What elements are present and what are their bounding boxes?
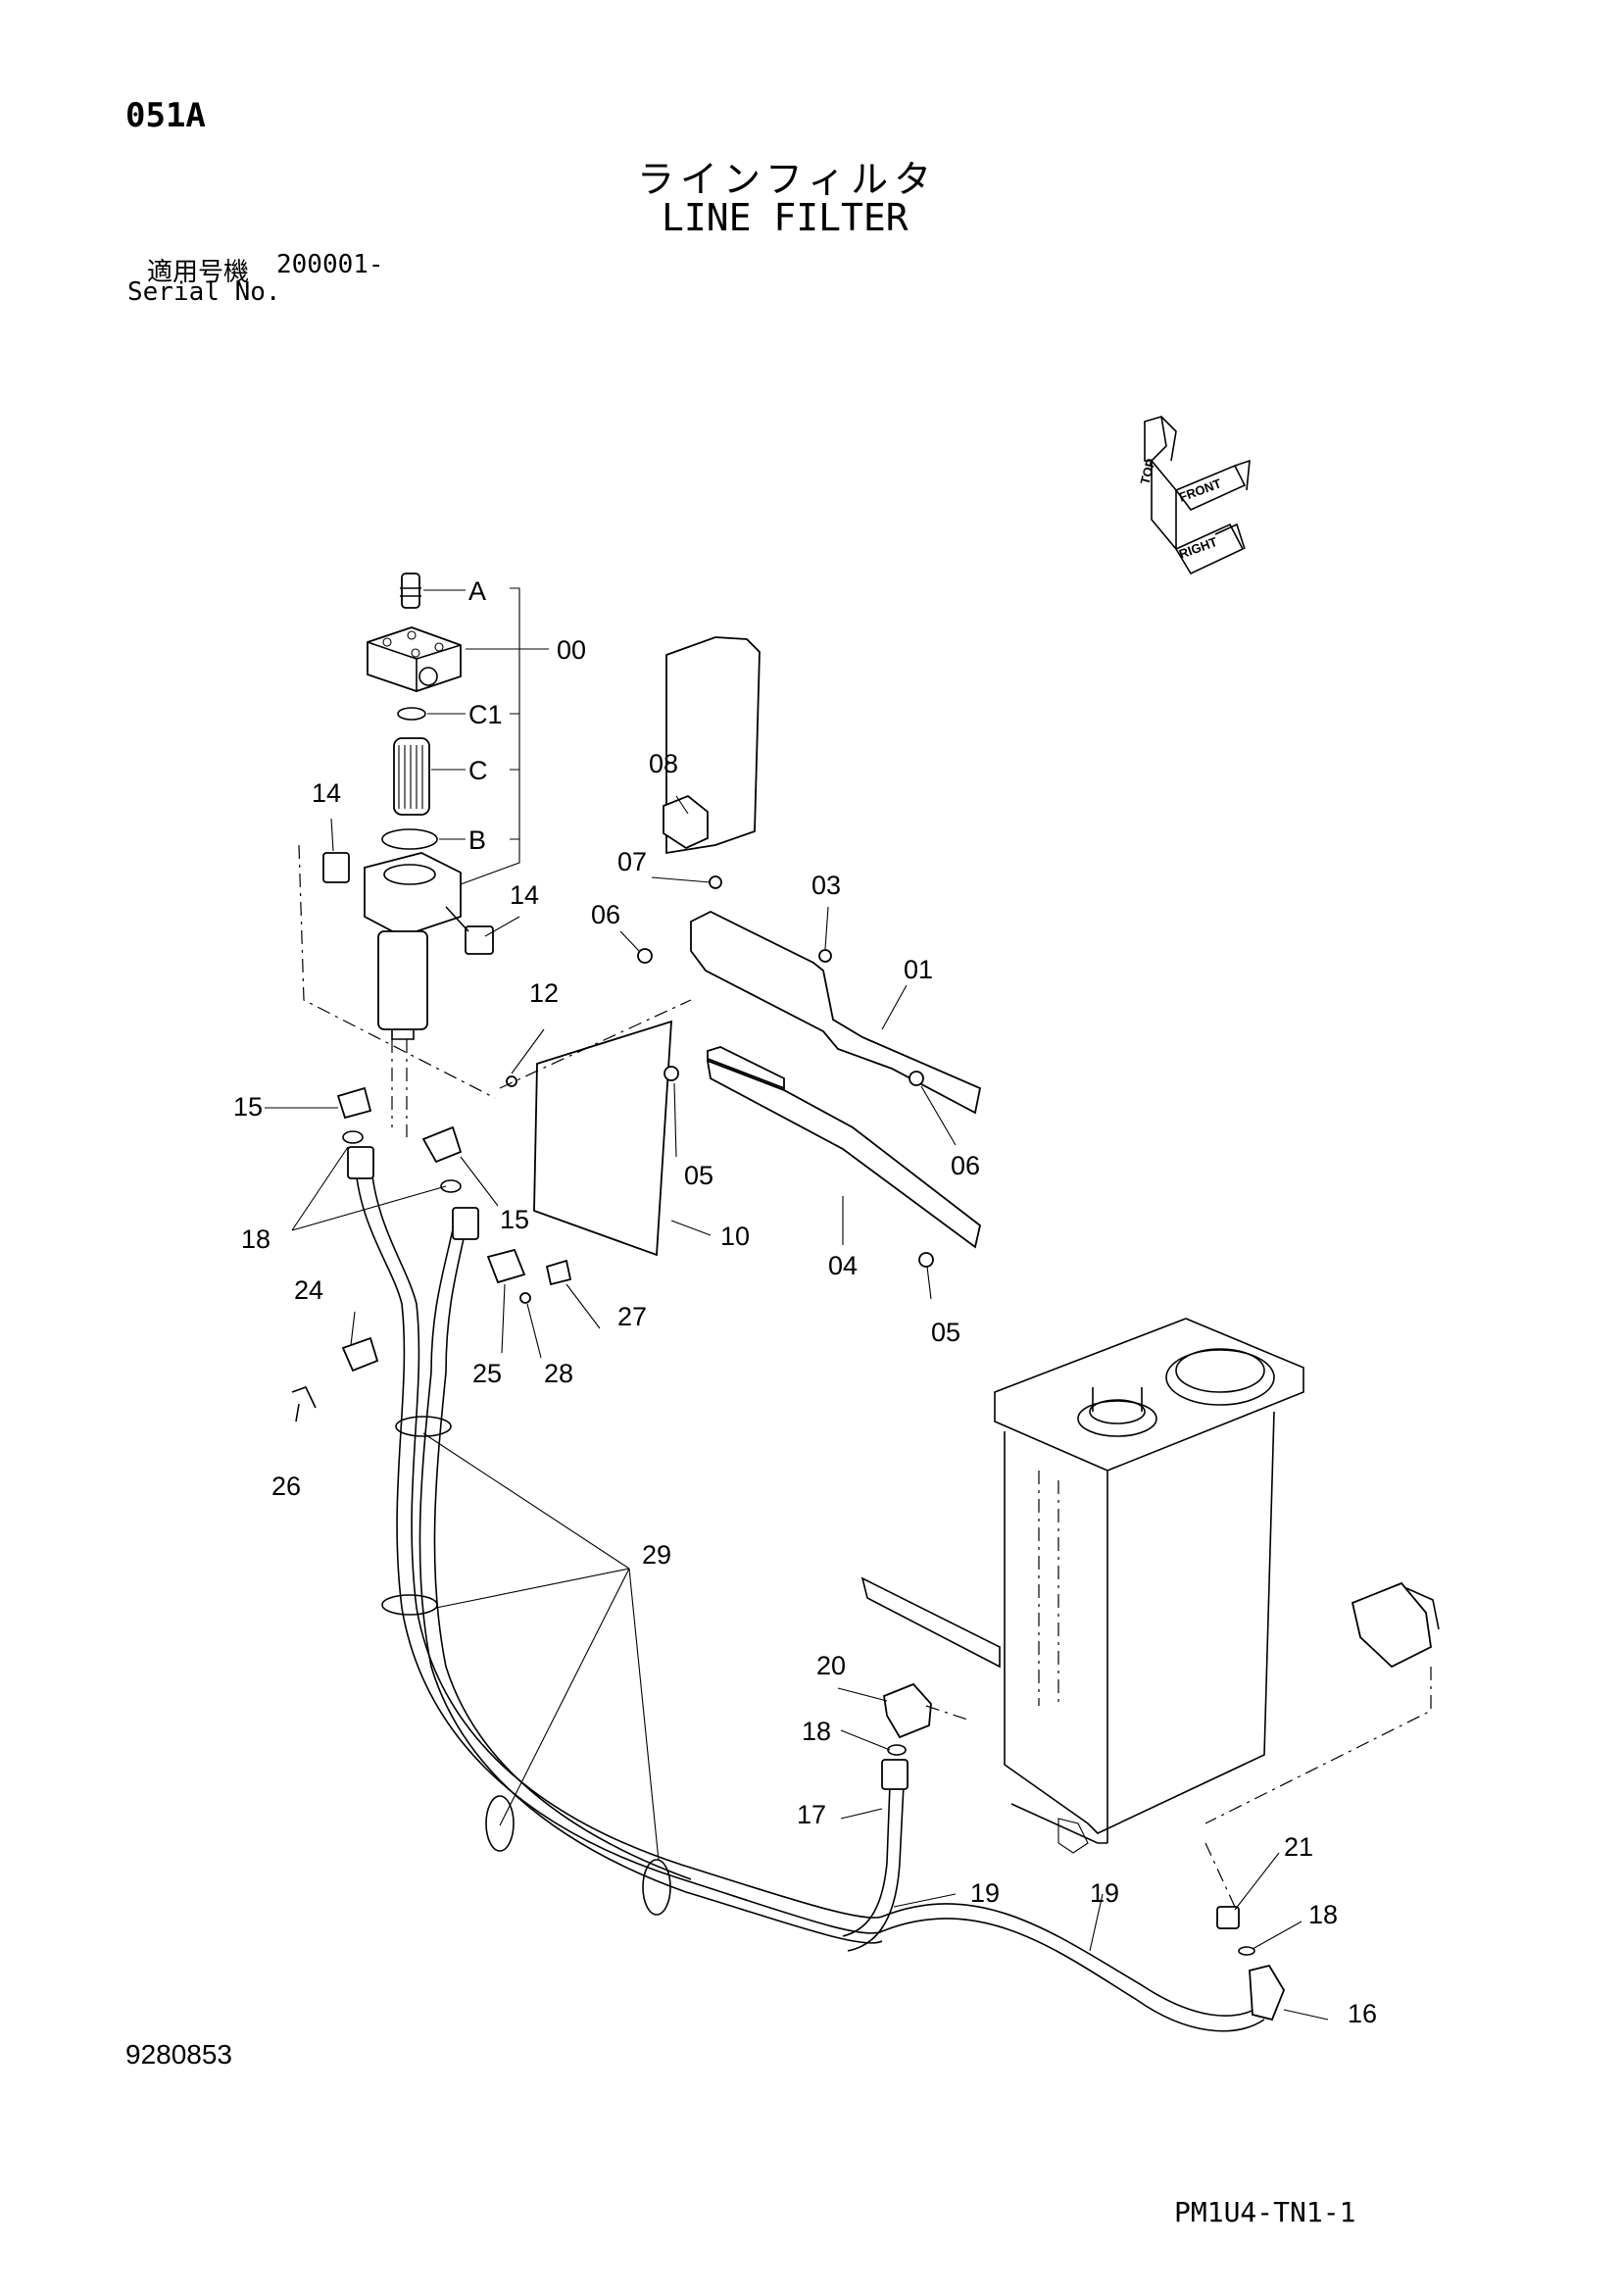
elbow-16 — [1249, 1964, 1286, 2021]
orientation-icon: TOP FRONT RIGHT — [1137, 415, 1251, 575]
elbow-20 — [883, 1682, 932, 1739]
callout-18-left: 18 — [241, 1224, 270, 1254]
serial-value: 200001- — [276, 250, 384, 279]
callout-28: 28 — [544, 1359, 573, 1388]
callout-04: 04 — [828, 1251, 858, 1280]
callout-06-right: 06 — [951, 1151, 980, 1180]
elbow-15-right — [421, 1125, 463, 1164]
adapter-21 — [1216, 1906, 1240, 1929]
filter-head — [367, 626, 462, 692]
callout-21: 21 — [1284, 1832, 1313, 1862]
callout-15-right: 15 — [500, 1205, 529, 1234]
line-filter-assembly — [322, 573, 494, 1040]
filter-body — [364, 852, 462, 937]
connector-14-left — [322, 852, 350, 883]
callout-c: C — [468, 756, 488, 785]
drawing-number: 9280853 — [125, 2039, 233, 2070]
o-ring-c1 — [397, 707, 426, 721]
callout-a: A — [468, 576, 486, 606]
hydraulic-tank — [860, 1318, 1304, 1854]
callout-27: 27 — [617, 1302, 647, 1331]
callout-19-right: 19 — [1090, 1878, 1119, 1908]
callout-29: 29 — [642, 1540, 671, 1570]
callout-24: 24 — [294, 1275, 323, 1305]
callout-15-left: 15 — [233, 1092, 263, 1122]
clamp-29-b — [381, 1594, 438, 1616]
callout-16: 16 — [1348, 1999, 1377, 2028]
callout-08: 08 — [649, 749, 678, 778]
o-ring-18-center — [887, 1744, 907, 1756]
callout-labels: A 00 C1 C B 14 14 08 07 03 06 01 12 15 0… — [233, 576, 1377, 2028]
callout-05-upper: 05 — [684, 1161, 713, 1190]
elbow-15-left — [336, 1086, 372, 1120]
bolt-06-left — [637, 948, 653, 964]
callout-06-left: 06 — [591, 900, 620, 929]
serial-label-japanese: 適用号機 — [147, 258, 250, 287]
callout-00: 00 — [557, 635, 586, 665]
hose-end-left — [347, 1146, 374, 1179]
o-ring-18-lower — [1238, 1946, 1255, 1956]
bolt-28 — [519, 1292, 531, 1304]
callout-b: B — [468, 825, 486, 855]
callout-18-center: 18 — [802, 1717, 831, 1746]
orientation-label-top: TOP — [1137, 457, 1157, 486]
callout-25: 25 — [472, 1359, 502, 1388]
clamp-27 — [545, 1259, 572, 1286]
page-code: 051A — [125, 96, 206, 135]
filter-element-c — [393, 737, 430, 816]
clamp-24 — [341, 1336, 379, 1373]
hose-assembly — [291, 1086, 1286, 2032]
clamp-25 — [486, 1248, 526, 1284]
bolt-05-upper — [664, 1066, 679, 1081]
callout-14-right: 14 — [510, 880, 539, 910]
callout-14-left: 14 — [312, 778, 341, 808]
callout-03: 03 — [811, 871, 841, 900]
connector-14-right — [465, 925, 494, 955]
callout-c1: C1 — [468, 700, 503, 729]
o-ring-18-left — [342, 1130, 364, 1144]
clamp-29-d — [642, 1859, 671, 1916]
callout-20: 20 — [816, 1651, 846, 1680]
bracket-group — [506, 636, 982, 1268]
o-ring-b — [381, 828, 438, 850]
callout-18-lower: 18 — [1308, 1900, 1338, 1929]
filter-bowl — [377, 930, 428, 1030]
callout-01: 01 — [904, 955, 933, 984]
bolt-03 — [818, 949, 832, 963]
bolt-06-right — [909, 1071, 924, 1086]
stay-04 — [706, 1059, 982, 1249]
serial-label-english: Serial No. — [127, 277, 281, 307]
callout-19-left: 19 — [970, 1878, 1000, 1908]
sensor-unit — [1351, 1581, 1440, 1669]
hose-end-right — [452, 1207, 479, 1240]
stay-04-upper — [707, 1046, 785, 1090]
callout-10: 10 — [720, 1222, 750, 1251]
leader-lines — [265, 587, 1432, 2021]
bolt-26 — [291, 1386, 317, 1423]
clamp-29-c — [485, 1795, 515, 1852]
page-reference: PM1U4-TN1-1 — [1174, 2196, 1356, 2228]
hose-end-17 — [881, 1759, 909, 1790]
plate-10 — [533, 1020, 672, 1257]
air-breather-part-a — [401, 573, 420, 609]
callout-26: 26 — [271, 1472, 301, 1501]
page-title-english: LINE FILTER — [662, 196, 909, 239]
callout-07: 07 — [617, 847, 647, 876]
callout-12: 12 — [529, 978, 559, 1008]
hose-19 — [354, 1156, 1265, 2032]
o-ring-18-right — [440, 1179, 462, 1193]
callout-05-lower: 05 — [931, 1318, 960, 1347]
callout-17: 17 — [797, 1800, 826, 1829]
bracket-01 — [690, 910, 982, 1115]
bolt-07 — [709, 875, 722, 889]
bolt-05-lower — [918, 1252, 934, 1268]
page-title-japanese: ラインフィルタ — [637, 158, 938, 201]
cover-08 — [663, 794, 709, 850]
clamp-29-a — [395, 1416, 452, 1437]
